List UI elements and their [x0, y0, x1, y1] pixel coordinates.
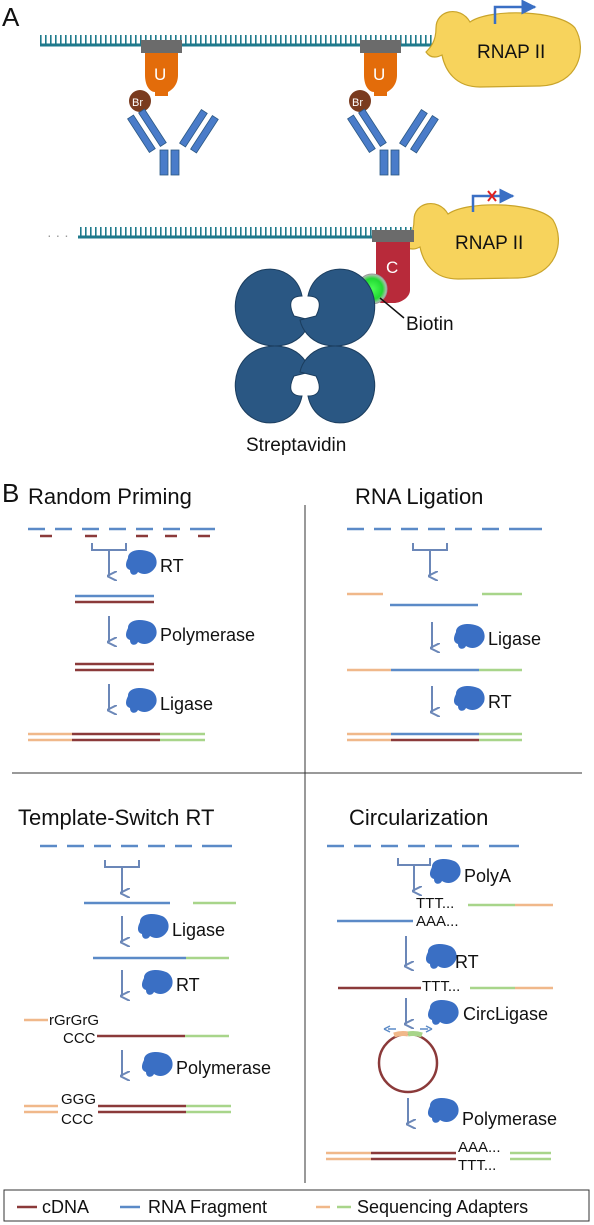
template-switch-panel: Template-Switch RT Ligase RT rGrGrG CCC … — [18, 805, 271, 1128]
biotin-streptavidin: C Biotin Streptavidin — [234, 230, 454, 456]
random-priming-enzyme-3: Ligase — [160, 694, 213, 714]
blocked-x-icon — [487, 190, 497, 202]
legend-sequencing-adapters: Sequencing Adapters — [357, 1197, 528, 1217]
random-priming-enzyme-1: RT — [160, 556, 184, 576]
transcription-arrow-top — [493, 0, 537, 24]
legend: cDNA RNA Fragment Sequencing Adapters — [3, 1189, 590, 1222]
template-switch-enzyme-2: RT — [176, 975, 200, 995]
template-switch-enzyme-1: Ligase — [172, 920, 225, 940]
rna-ligation-enzyme-2: RT — [488, 692, 512, 712]
circularization-enzyme-4: Polymerase — [462, 1109, 557, 1129]
biotin-base: C — [386, 258, 398, 277]
br-label-2: Br — [352, 97, 363, 109]
ccc-text: CCC — [63, 1030, 96, 1047]
rnap-ii-top: RNAP II — [425, 0, 581, 88]
brdu-base-1: U — [154, 65, 166, 84]
rg-text: rGrGrG — [49, 1012, 99, 1029]
circularization-enzyme-1: PolyA — [464, 866, 511, 886]
circularization-enzyme-3: CircLigase — [463, 1004, 548, 1024]
rna-ligation-enzyme-1: Ligase — [488, 629, 541, 649]
circularization-panel: Circularization PolyA TTT... AAA... RT T… — [326, 805, 557, 1174]
template-switch-title: Template-Switch RT — [18, 805, 214, 830]
brdu-antibody-1: U Br — [127, 40, 219, 176]
transcription-arrow-bottom — [471, 188, 515, 212]
dna-strand-bottom: · · · — [47, 227, 428, 243]
br-label-1: Br — [132, 97, 143, 109]
rnap-label-bottom: RNAP II — [455, 233, 523, 254]
ggg-text: GGG — [61, 1091, 96, 1108]
circularization-enzyme-2: RT — [455, 952, 479, 972]
circularization-title: Circularization — [349, 805, 488, 830]
streptavidin-label: Streptavidin — [246, 435, 346, 456]
rna-ligation-panel: RNA Ligation Ligase RT — [347, 484, 542, 742]
ttt-text-3: TTT... — [458, 1157, 496, 1174]
legend-cdna: cDNA — [42, 1197, 89, 1217]
biotin-label: Biotin — [406, 314, 454, 335]
random-priming-panel: Random Priming RT Polymerase Ligase — [28, 484, 255, 742]
ttt-text-1: TTT... — [416, 895, 454, 912]
strand-ellipsis: · · · — [47, 227, 69, 243]
circular-cdna — [377, 1032, 439, 1094]
rnap-ii-bottom: RNAP II — [403, 188, 559, 280]
brdu-antibody-2: U Br — [347, 40, 439, 176]
template-switch-enzyme-3: Polymerase — [176, 1058, 271, 1078]
random-priming-enzyme-2: Polymerase — [160, 625, 255, 645]
random-priming-title: Random Priming — [28, 484, 192, 509]
ccc-text-2: CCC — [61, 1111, 94, 1128]
rnap-label-top: RNAP II — [477, 42, 545, 63]
brdu-base-2: U — [373, 65, 385, 84]
legend-rna-fragment: RNA Fragment — [148, 1197, 267, 1217]
aaa-text-1: AAA... — [416, 913, 459, 930]
panel-b-letter: B — [2, 478, 19, 508]
aaa-text-2: AAA... — [458, 1139, 501, 1156]
ttt-text-2: TTT... — [422, 978, 460, 995]
rna-ligation-title: RNA Ligation — [355, 484, 483, 509]
panel-a-letter: A — [2, 2, 20, 32]
